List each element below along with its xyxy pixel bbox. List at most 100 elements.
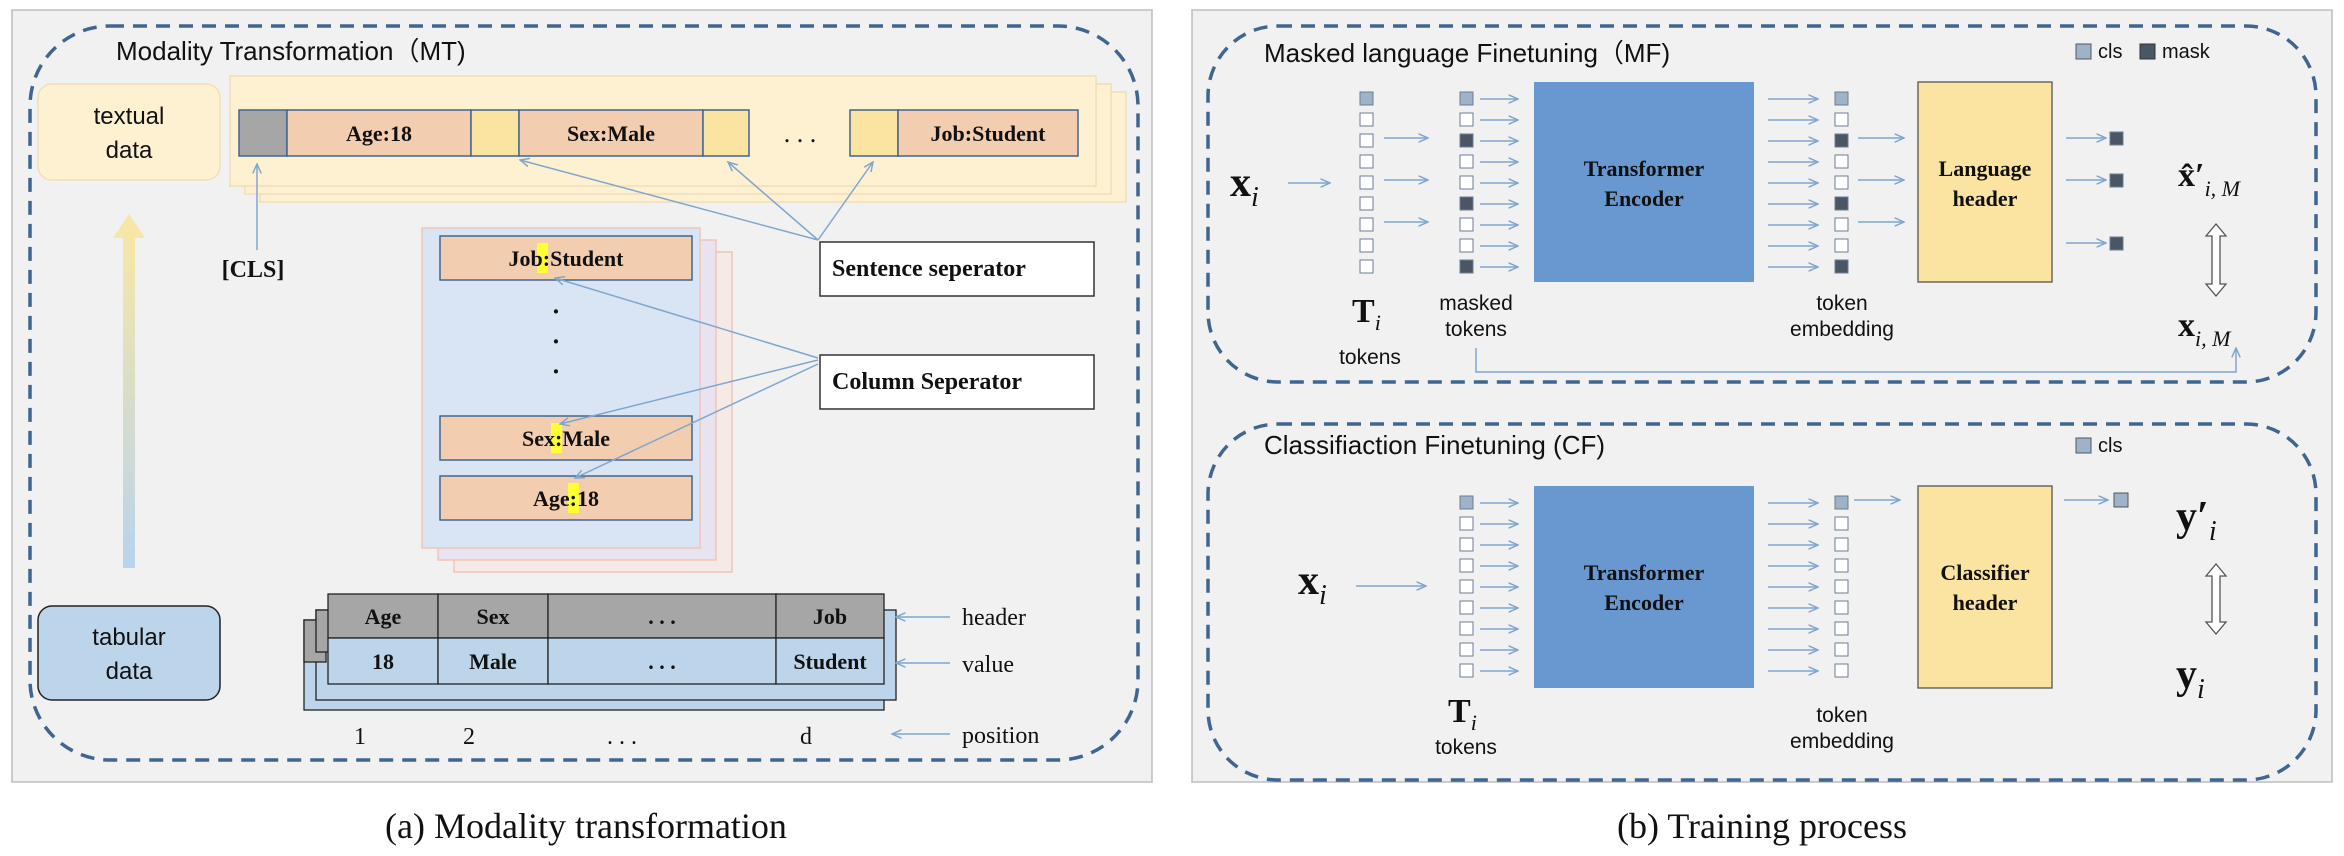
token-square [1459, 133, 1474, 148]
table-front: Age Sex . . . Job 18 Male . . . Student [327, 593, 885, 685]
colon-highlight [551, 423, 562, 453]
cf-legend-cls-swatch [2075, 437, 2092, 454]
mf-feedback-arrow [1475, 348, 2236, 373]
token-sex-label: Sex:Male [567, 121, 655, 146]
table-header-cell: Age [365, 604, 402, 629]
position-index: . . . [607, 724, 637, 750]
svg-text:y′i: y′i [2176, 494, 2217, 547]
table-value-cell: Male [469, 649, 517, 674]
cf-title: Classifiaction Finetuning (CF) [1264, 430, 1605, 460]
token-square [2109, 131, 2124, 146]
cf-token-emb-1: token [1816, 704, 1867, 727]
up-arrow-head [113, 214, 145, 238]
legend-mask-label: mask [2162, 41, 2211, 63]
cf-x: x [1298, 558, 1319, 604]
token-job-label: Job:Student [931, 121, 1047, 146]
mf-token-arrows [1384, 138, 1428, 222]
token-square [1459, 217, 1474, 232]
sentence-sep-arrows [520, 160, 873, 241]
table-header-cell: Sex [477, 604, 510, 629]
table-value-cell: 18 [372, 649, 394, 674]
colon-highlight [568, 483, 579, 513]
col-key: Sex [522, 426, 555, 451]
sentence-sep-cell-3 [849, 109, 899, 157]
token-square [1359, 238, 1374, 253]
cls-label: [CLS] [222, 257, 285, 283]
tabular-data-box [37, 605, 221, 701]
vdot-1: · [552, 297, 561, 326]
vdot-2: · [552, 327, 561, 356]
legend-mask-swatch [2139, 43, 2156, 60]
mf-transformer-encoder [1534, 82, 1754, 282]
token-square [1834, 663, 1849, 678]
table-header-cell: . . . [648, 604, 676, 629]
mf-output-arrows [2066, 138, 2106, 243]
cf-tokens-label: tokens [1435, 736, 1497, 759]
tabular-data-line1: tabular [92, 624, 165, 651]
col-val: Male [562, 426, 610, 451]
token-square [1834, 600, 1849, 615]
x-im: x [2178, 307, 2195, 344]
token-ellipsis: . . . [784, 119, 817, 148]
token-square [1459, 175, 1474, 190]
table-value-cell: Student [793, 649, 867, 674]
mf-masked-arrows [1480, 99, 1518, 267]
token-square [1359, 217, 1374, 232]
language-header-line1: Language [1939, 156, 2032, 181]
svg-text:Job:Student: Job:Student [509, 246, 625, 271]
column-sep-box [819, 354, 1095, 410]
legend-cls-swatch [2075, 43, 2092, 60]
column-sep-label: Column Seperator [832, 369, 1022, 395]
mf-double-arrow [2204, 222, 2228, 298]
token-square [1359, 196, 1374, 211]
token-square [1459, 91, 1474, 106]
cf-token-arrows [1480, 503, 1518, 671]
position-label: position [962, 723, 1039, 749]
col-val: 18 [577, 486, 599, 511]
mf-dashed-border [1206, 24, 2318, 384]
mf-masked-column [1459, 91, 1474, 274]
sentence-token-row: Age:18 Sex:Male Job:Student . . . [238, 109, 1079, 157]
cf-T-sub: i [1471, 710, 1477, 735]
token-sex [518, 109, 704, 157]
token-square [1834, 175, 1849, 190]
mf-x-sub: i [1251, 182, 1259, 213]
token-square [1834, 642, 1849, 657]
token-square [1459, 621, 1474, 636]
token-square [1834, 112, 1849, 127]
xhat: x̂′ [2178, 157, 2205, 194]
mf-token-emb-1: token [1816, 292, 1867, 315]
mf-title: Masked language Finetuning（MF) [1264, 38, 1670, 68]
cf-transformer-line1: Transformer [1584, 560, 1705, 585]
token-square [1459, 196, 1474, 211]
cf-dashed-border [1206, 422, 2318, 782]
token-square [1834, 579, 1849, 594]
column-sep-arrows [555, 278, 819, 478]
sentence-sep-cell-2 [702, 109, 750, 157]
token-square [1359, 91, 1374, 106]
token-square [1359, 112, 1374, 127]
x-im-sub: i, M [2195, 326, 2232, 351]
token-square [1834, 621, 1849, 636]
table-header-cell: Job [813, 604, 847, 629]
value-label: value [962, 652, 1014, 678]
y-prime: y′ [2176, 494, 2209, 540]
token-square [1459, 516, 1474, 531]
token-square [1834, 259, 1849, 274]
mf-transformer-line2: Encoder [1604, 186, 1684, 211]
cf-embedding-column [1834, 495, 1849, 678]
cf-encoder-arrows [1768, 503, 1818, 671]
svg-text:Ti: Ti [1352, 293, 1381, 335]
svg-text:xi, M: xi, M [2178, 307, 2232, 351]
vdot-3: · [552, 357, 561, 386]
mt-title: Modality Transformation（MT) [116, 36, 466, 66]
tabular-data-line2: data [106, 658, 153, 685]
cls-token-cell [238, 109, 288, 157]
col-key: Age [533, 486, 570, 511]
mf-T-sub: i [1375, 310, 1381, 335]
token-square [1834, 537, 1849, 552]
token-square [1459, 558, 1474, 573]
token-square [1834, 196, 1849, 211]
token-square [1459, 600, 1474, 615]
